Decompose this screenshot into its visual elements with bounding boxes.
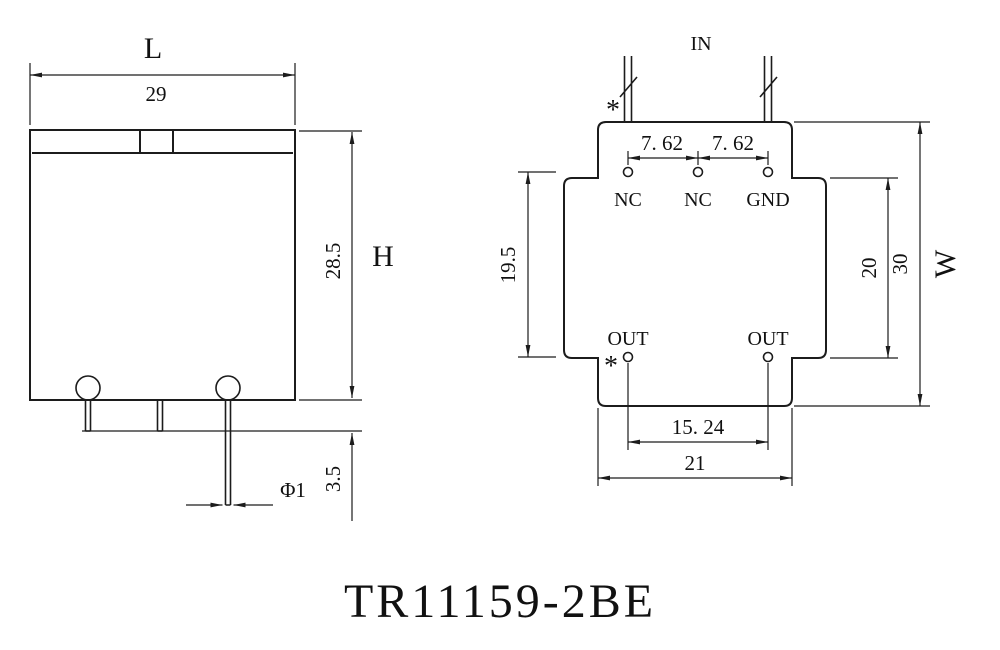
front-view: L 29 28.5 H 3.5 Φ1	[29, 32, 394, 521]
polarity-mark-top: *	[606, 95, 620, 126]
dim-width-letter: L	[144, 32, 162, 65]
polarity-mark-bottom: *	[604, 351, 618, 382]
dimension-height-H-28-5: 28.5 H	[299, 130, 394, 401]
pin-pads: NC NC GND OUT OUT *	[604, 166, 790, 382]
dimension-pin-diameter: Φ1	[186, 478, 306, 508]
dim-pin-length-value: 3.5	[321, 466, 345, 492]
pad-label-out1: OUT	[607, 328, 648, 350]
pad-label-nc2: NC	[684, 189, 712, 211]
dim-height-letter: H	[372, 240, 394, 273]
pad-label-nc1: NC	[614, 189, 642, 211]
dimension-pitch-7-62: 7. 62 7. 62	[627, 131, 769, 165]
dimension-pin-rows-19-5: 19.5	[496, 171, 556, 358]
dim-height-value: 28.5	[321, 243, 345, 280]
part-number-title: TR11159-2BE	[344, 575, 656, 628]
dim-out-pitch-value: 15. 24	[672, 415, 725, 439]
pin-layout-view: IN * NC NC GND OUT OUT * 7. 62 7. 62	[496, 33, 962, 486]
dim-body-width-value: 21	[685, 451, 706, 475]
dimension-overall-30: 30 W	[794, 121, 962, 407]
dimension-out-pitch-15-24: 15. 24	[627, 363, 769, 450]
dimension-flange-20: 20	[830, 177, 898, 359]
dim-width-value: 29	[146, 82, 167, 106]
dim-overall-value: 30	[888, 254, 912, 275]
dim-pin-diameter-value: Φ1	[280, 478, 306, 502]
dim-pitch-b-value: 7. 62	[712, 131, 754, 155]
dimension-pin-length-3-5: 3.5	[82, 430, 362, 521]
input-pins: IN *	[606, 33, 778, 126]
dimension-body-width-21: 21	[597, 408, 793, 486]
dim-flange-value: 20	[857, 258, 881, 279]
dim-depth-letter: W	[929, 249, 962, 278]
transformer-body-outline	[29, 129, 296, 506]
pin-view-body-outline	[563, 121, 827, 407]
dim-pitch-a-value: 7. 62	[641, 131, 683, 155]
dim-pin-rows-value: 19.5	[496, 247, 520, 284]
input-label: IN	[690, 33, 711, 55]
dimension-width-L-29: L 29	[29, 32, 296, 125]
pad-label-gnd: GND	[746, 189, 789, 211]
pad-label-out2: OUT	[747, 328, 788, 350]
